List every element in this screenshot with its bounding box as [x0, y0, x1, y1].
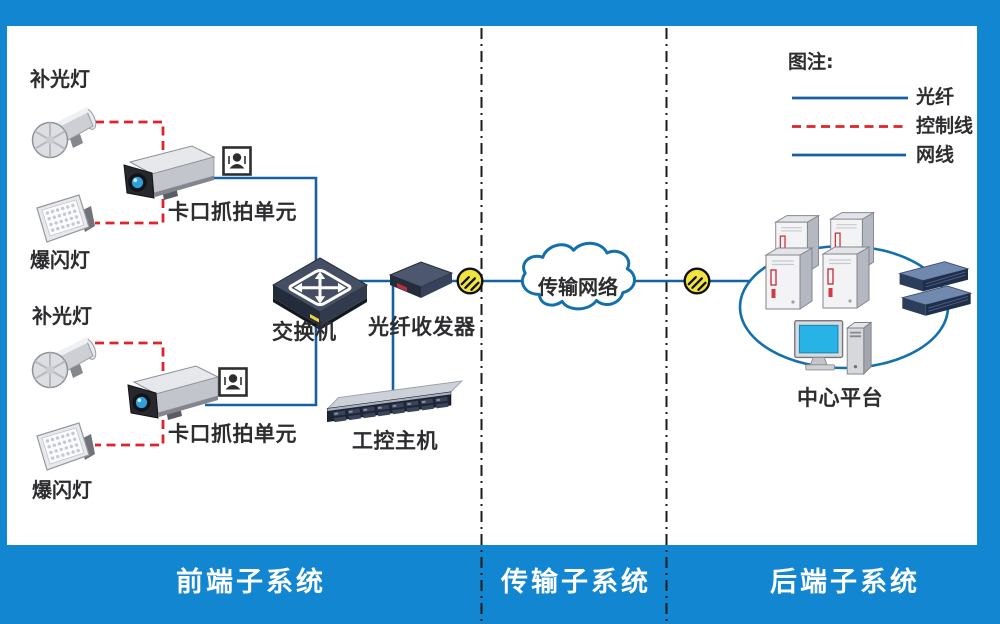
- host-label: 工控主机: [352, 429, 438, 453]
- legend-fiber-label: 光纤: [916, 86, 955, 108]
- central-platform-label: 中心平台: [797, 386, 883, 410]
- diagram-paper: [7, 26, 977, 545]
- footer-transmission-subsystem-label: 传输子系统: [501, 567, 651, 598]
- transceiver-label: 光纤收发器: [368, 315, 476, 339]
- strobe-light-label-1: 爆闪灯: [30, 248, 90, 272]
- legend-control-label: 控制线: [916, 115, 974, 137]
- network-cloud-label: 传输网络: [538, 275, 618, 299]
- switch-label: 交换机: [272, 320, 337, 344]
- capture-unit-label-1: 卡口抓拍单元: [168, 200, 297, 224]
- footer-backend-subsystem-label: 后端子系统: [770, 567, 920, 598]
- legend-cable-label: 网线: [916, 144, 955, 166]
- capture-unit-label-2: 卡口抓拍单元: [168, 422, 297, 446]
- strobe-light-label-2: 爆闪灯: [32, 478, 92, 502]
- footer-front-subsystem-label: 前端子系统: [176, 567, 326, 598]
- fill-light-label-1: 补光灯: [30, 67, 90, 91]
- fill-light-label-2: 补光灯: [32, 304, 92, 328]
- legend-title: 图注:: [788, 51, 834, 73]
